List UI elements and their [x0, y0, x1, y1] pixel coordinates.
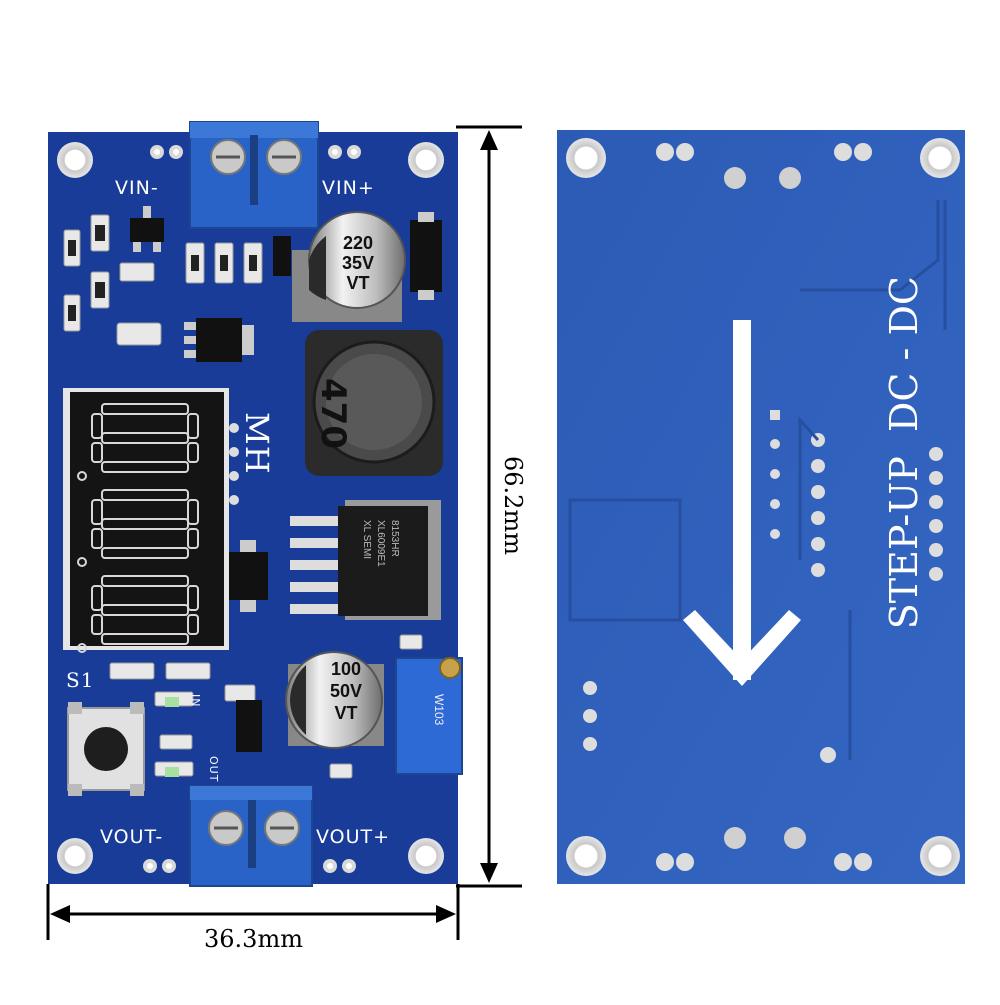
front-board — [48, 121, 463, 887]
smd-resistors — [63, 214, 423, 779]
display-segment — [187, 614, 199, 635]
height-dimension-label: 66.2mm — [499, 456, 527, 555]
display-decimal-point — [77, 643, 87, 653]
display-segment — [101, 489, 189, 501]
cap-small-line2: 50V — [329, 681, 363, 701]
back-board — [557, 130, 965, 884]
display-segment — [101, 575, 189, 587]
display-segment — [91, 614, 103, 635]
display-segment — [91, 413, 103, 439]
output-terminal-block — [189, 785, 313, 887]
dimension-lines — [46, 125, 522, 940]
cap-small-line1: 100 — [330, 659, 362, 679]
arrow-down-icon — [683, 320, 801, 686]
display-segment — [91, 442, 103, 463]
regulator-icon — [196, 318, 242, 362]
display-segment — [187, 413, 199, 439]
cap-large-line1: 220 — [342, 233, 374, 253]
switch-label: S1 — [66, 668, 95, 692]
pot-marking: W103 — [432, 694, 446, 726]
display-segment — [101, 633, 189, 645]
display-segment — [91, 585, 103, 611]
display-segment — [187, 499, 199, 525]
display-decimal-point — [77, 557, 87, 567]
cap-large-line3: VT — [346, 273, 370, 293]
display-segment — [101, 403, 189, 415]
in-label: IN — [189, 694, 202, 708]
adjust-screw-icon — [439, 657, 461, 679]
transistor-icon — [130, 218, 164, 242]
xl6009-chip — [290, 500, 441, 620]
chip-marking-1: XL SEMI — [361, 520, 372, 560]
back-board-title: STEP-UP DC - DC — [882, 276, 926, 630]
cap-large-line2: 35V — [341, 253, 375, 273]
brand-label: MH — [238, 412, 276, 475]
display-segment — [187, 585, 199, 611]
display-segment — [101, 547, 189, 559]
vout-minus-label: VOUT- — [100, 826, 164, 848]
vout-plus-label: VOUT+ — [316, 826, 391, 848]
potentiometer — [395, 657, 463, 775]
display-decimal-point — [77, 471, 87, 481]
capacitor-100uf — [285, 651, 384, 749]
capacitor-220uf — [292, 211, 406, 322]
inductor-marking: 470 — [313, 378, 353, 449]
diode-icon — [410, 220, 442, 292]
display-segment — [187, 442, 199, 463]
chip-marking-3: 8153HR — [389, 520, 400, 557]
out-label: OUT — [207, 756, 220, 783]
display-segment — [91, 528, 103, 549]
display-segment — [91, 499, 103, 525]
cap-small-line3: VT — [334, 703, 358, 723]
input-terminal-block — [189, 121, 319, 229]
display-segment — [101, 461, 189, 473]
width-dimension-label: 36.3mm — [204, 925, 303, 953]
vin-plus-label: VIN+ — [322, 177, 375, 199]
display-segments — [77, 403, 199, 653]
vin-minus-label: VIN- — [115, 177, 159, 199]
display-segment — [187, 528, 199, 549]
back-pcb — [557, 130, 965, 884]
chip-marking-2: XL6009E1 — [375, 520, 386, 567]
tactile-switch — [67, 702, 145, 796]
inductor-470 — [305, 330, 443, 476]
